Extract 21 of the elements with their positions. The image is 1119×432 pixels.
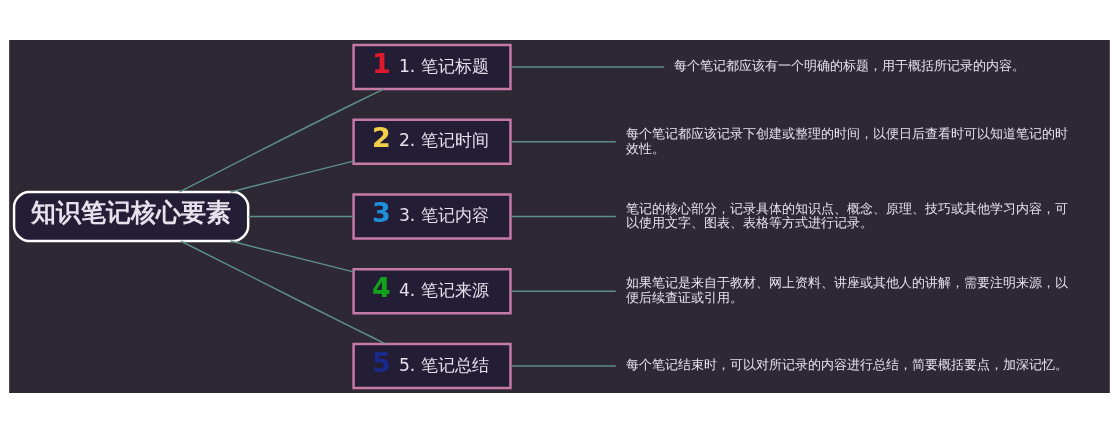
connector (180, 240, 387, 345)
connector (510, 65, 665, 68)
connector (247, 215, 355, 217)
node-box: 知识笔记核心要素 (12, 190, 250, 242)
connector (510, 140, 617, 142)
node-text: 笔记的核心部分，记录具体的知识点、概念、原理、技巧或其他学习内容，可以使用文字、图表、表格等方式进行记录。 (625, 199, 1068, 230)
node-box: 5 5. 笔记总结 (352, 342, 512, 389)
connector (229, 239, 355, 273)
node-box: 3 3. 笔记内容 (352, 192, 512, 240)
node-text: 每个笔记结束时，可以对所记录的内容进行总结，简要概括要点，加深记忆。 (625, 355, 1068, 372)
connector (510, 290, 617, 292)
connector (229, 159, 355, 193)
node-box: 2 2. 笔记时间 (352, 117, 512, 165)
node-text: 每个笔记都应该记录下创建或整理的时间，以便日后查看时可以知道笔记的时效性。 (625, 124, 1068, 156)
node-text: 如果笔记是来自于教材、网上资料、讲座或其他人的讲解，需要注明来源，以便后续查证或引用。 (625, 273, 1068, 305)
node-box: 1 1. 笔记标题 (352, 43, 512, 90)
node-box: 4 4. 笔记来源 (352, 267, 512, 315)
connector (510, 215, 617, 217)
connector (178, 87, 385, 193)
node-text: 每个笔记都应该有一个明确的标题，用于概括所记录的内容。 (674, 56, 1026, 73)
connector (510, 364, 617, 367)
